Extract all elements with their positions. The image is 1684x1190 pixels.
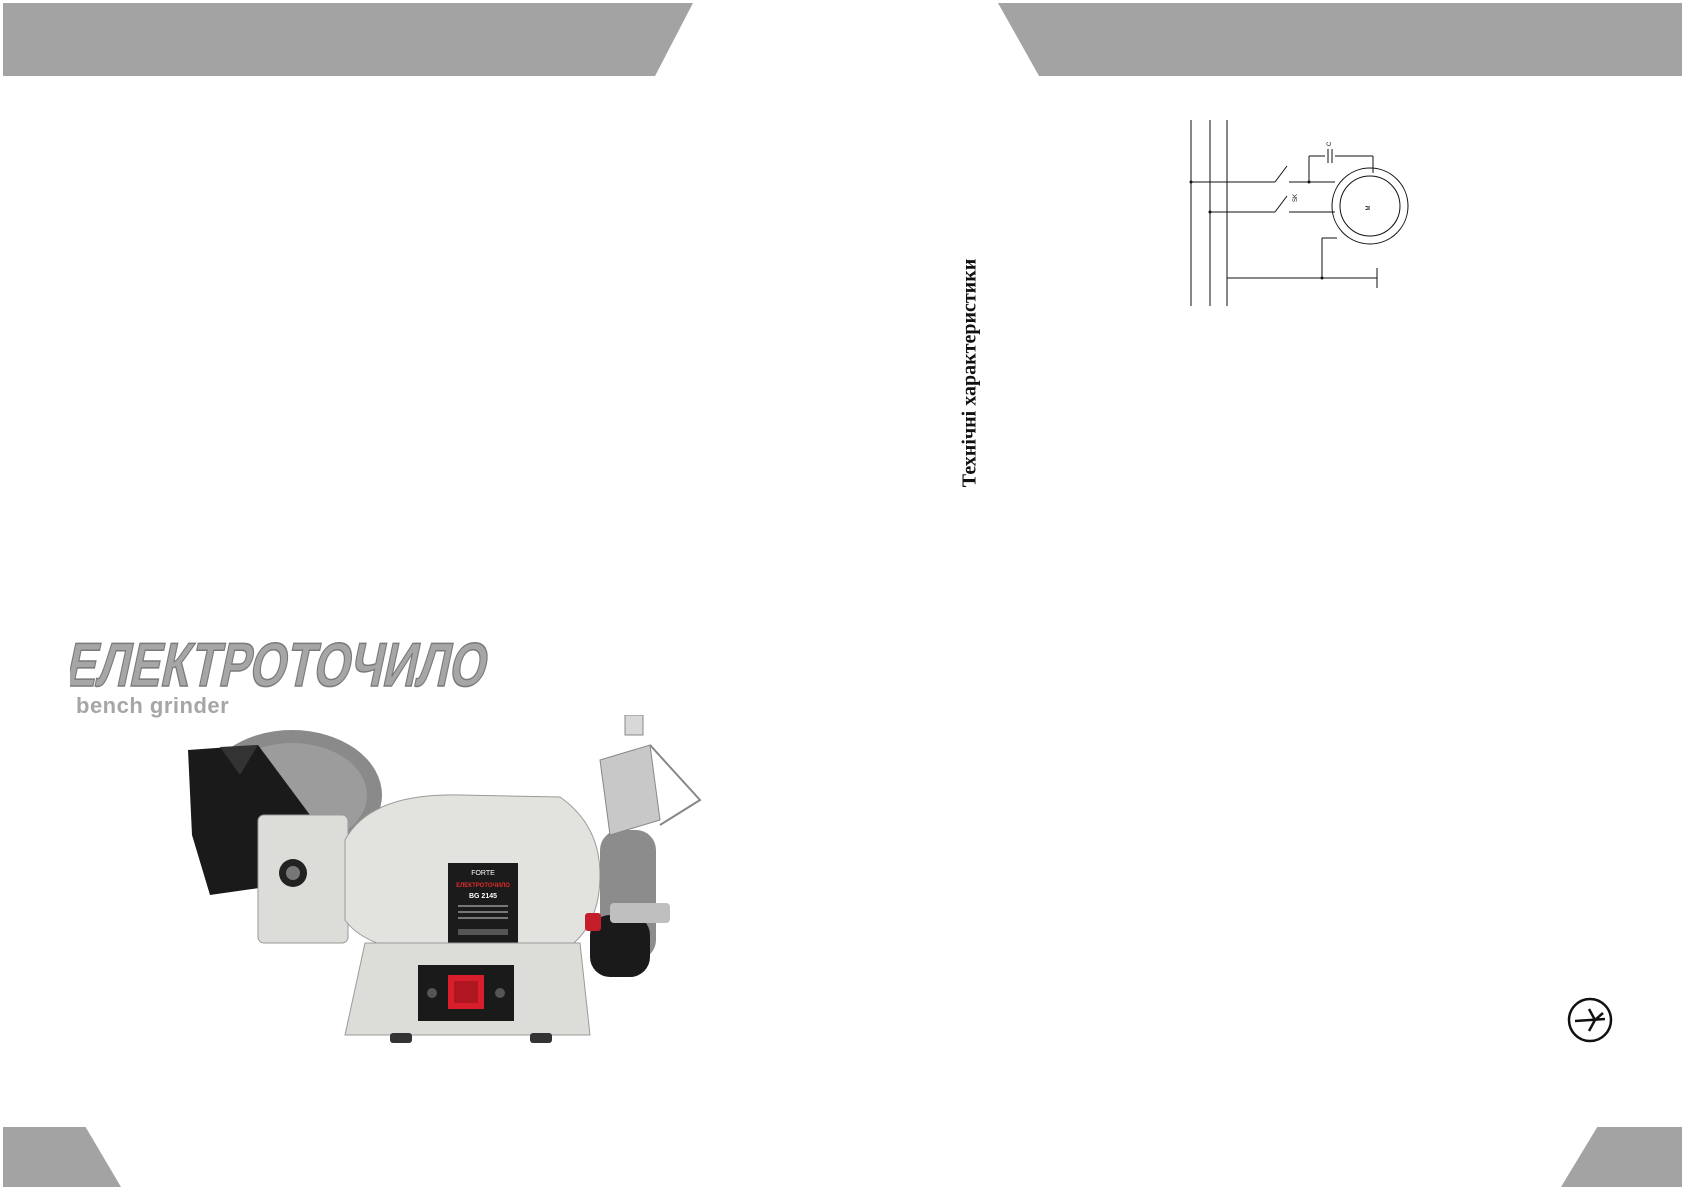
diagram-label-motor: M: [1366, 206, 1372, 211]
svg-text:ЕЛЕКТРОТОЧИЛО: ЕЛЕКТРОТОЧИЛО: [70, 631, 495, 698]
label-name: ЕЛЕКТРОТОЧИЛО: [456, 883, 510, 889]
section-heading: Технічні характеристики: [958, 258, 981, 488]
diagram-label-switch: SK: [1293, 194, 1299, 202]
header-band-left: [3, 3, 693, 76]
grinder-image: FORTE ЕЛЕКТРОТОЧИЛО BG 2145: [188, 715, 702, 1043]
footer-band-left: [3, 1127, 121, 1187]
product-title: ЕЛЕКТРОТОЧИЛО: [70, 630, 496, 698]
header-band-right: [998, 3, 1682, 76]
product-subtitle: bench grinder: [76, 693, 230, 718]
footer-band-right: [1561, 1127, 1682, 1187]
diagram-label-capacitor: C: [1327, 141, 1333, 146]
label-brand: FORTE: [471, 870, 495, 877]
certification-mark-icon: [1567, 997, 1613, 1043]
label-model: BG 2145: [469, 893, 497, 900]
wiring-diagram: C SK M: [1189, 120, 1409, 306]
